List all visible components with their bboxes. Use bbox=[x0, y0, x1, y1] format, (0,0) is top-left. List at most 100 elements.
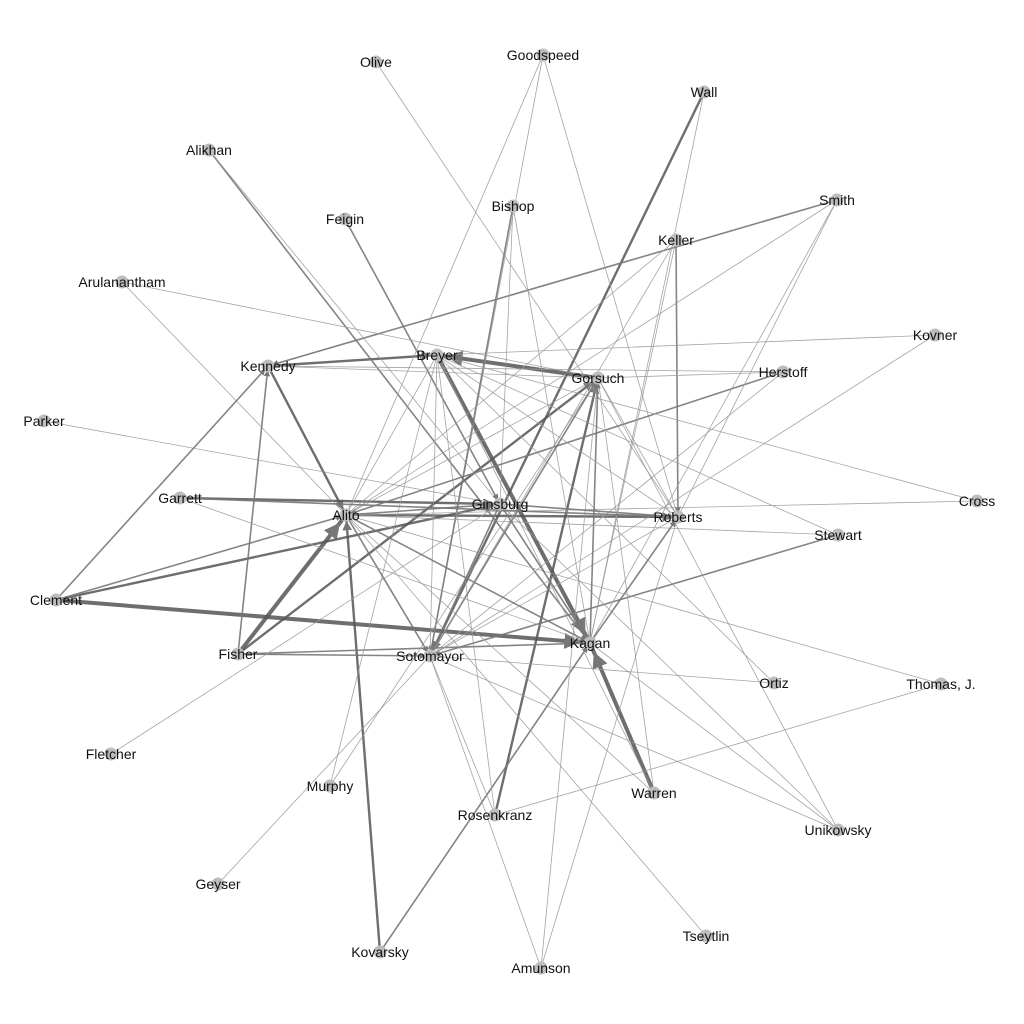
node-stewart[interactable]: Stewart bbox=[814, 527, 862, 543]
node-dot[interactable] bbox=[173, 491, 187, 505]
node-goodspeed[interactable]: Goodspeed bbox=[507, 47, 579, 63]
edge-ginsburg-sotomayor bbox=[429, 503, 501, 657]
node-dot[interactable] bbox=[493, 497, 507, 511]
node-warren[interactable]: Warren bbox=[631, 785, 676, 801]
edge-alikhan-kagan bbox=[208, 149, 591, 644]
node-wall[interactable]: Wall bbox=[691, 84, 718, 100]
node-dot[interactable] bbox=[970, 494, 984, 508]
edge-gorsuch-breyer bbox=[436, 350, 599, 380]
edge-garrett-roberts bbox=[179, 497, 679, 520]
node-dot[interactable] bbox=[373, 945, 387, 959]
node-label: Keller bbox=[658, 232, 694, 248]
edge-goodspeed-alito bbox=[345, 54, 544, 516]
edge-herstoff-kennedy bbox=[267, 364, 784, 373]
node-dot[interactable] bbox=[591, 371, 605, 385]
node-clement[interactable]: Clement bbox=[30, 592, 82, 608]
node-dot[interactable] bbox=[928, 328, 942, 342]
node-murphy[interactable]: Murphy bbox=[307, 778, 354, 794]
node-arulanantham[interactable]: Arulanantham bbox=[78, 274, 165, 290]
node-kennedy[interactable]: Kennedy bbox=[240, 358, 295, 374]
edge-wall-sotomayor bbox=[428, 91, 706, 657]
node-fisher[interactable]: Fisher bbox=[219, 646, 258, 662]
node-tseytlin[interactable]: Tseytlin bbox=[683, 928, 730, 944]
edge-wall-kagan bbox=[589, 91, 705, 644]
node-dot[interactable] bbox=[506, 199, 520, 213]
node-label: Breyer bbox=[416, 347, 458, 363]
node-dot[interactable] bbox=[699, 929, 713, 943]
edge-kagan-roberts bbox=[589, 516, 679, 644]
edge-stewart-sotomayor bbox=[429, 534, 839, 657]
node-parker[interactable]: Parker bbox=[23, 413, 65, 429]
node-dot[interactable] bbox=[831, 528, 845, 542]
node-smith[interactable]: Smith bbox=[819, 192, 855, 208]
edge-ginsburg-roberts bbox=[499, 503, 679, 520]
node-gorsuch[interactable]: Gorsuch bbox=[572, 370, 625, 386]
node-dot[interactable] bbox=[934, 677, 948, 691]
edge-gorsuch-roberts bbox=[597, 377, 679, 518]
node-ortiz[interactable]: Ortiz bbox=[759, 675, 789, 691]
node-dot[interactable] bbox=[671, 510, 685, 524]
edge-clement-alito bbox=[55, 514, 347, 601]
node-dot[interactable] bbox=[369, 55, 383, 69]
node-dot[interactable] bbox=[536, 48, 550, 62]
node-dot[interactable] bbox=[323, 779, 337, 793]
edge-warren-alito bbox=[345, 514, 655, 794]
node-herstoff[interactable]: Herstoff bbox=[759, 364, 808, 380]
node-dot[interactable] bbox=[339, 508, 353, 522]
node-dot[interactable] bbox=[49, 593, 63, 607]
node-keller[interactable]: Keller bbox=[658, 232, 694, 248]
edge-rosenkranz-sotomayor bbox=[429, 655, 496, 816]
node-ginsburg[interactable]: Ginsburg bbox=[472, 496, 529, 512]
node-dot[interactable] bbox=[430, 348, 444, 362]
edge-tseytlin-alito bbox=[345, 514, 707, 937]
node-amunson[interactable]: Amunson bbox=[511, 960, 570, 976]
node-kovner[interactable]: Kovner bbox=[913, 327, 958, 343]
node-dot[interactable] bbox=[338, 212, 352, 226]
node-garrett[interactable]: Garrett bbox=[158, 490, 202, 506]
node-roberts[interactable]: Roberts bbox=[653, 509, 702, 525]
node-olive[interactable]: Olive bbox=[360, 54, 392, 70]
node-dot[interactable] bbox=[767, 676, 781, 690]
node-rosenkranz[interactable]: Rosenkranz bbox=[458, 807, 533, 823]
node-geyser[interactable]: Geyser bbox=[195, 876, 240, 892]
node-dot[interactable] bbox=[697, 85, 711, 99]
node-alito[interactable]: Alito bbox=[332, 507, 359, 523]
node-sotomayor[interactable]: Sotomayor bbox=[396, 648, 464, 664]
node-dot[interactable] bbox=[37, 414, 51, 428]
edge-fisher-kagan bbox=[237, 640, 591, 655]
node-dot[interactable] bbox=[831, 823, 845, 837]
edge-smith-kennedy bbox=[267, 199, 838, 367]
node-bishop[interactable]: Bishop bbox=[492, 198, 535, 214]
node-kovarsky[interactable]: Kovarsky bbox=[351, 944, 409, 960]
node-dot[interactable] bbox=[776, 365, 790, 379]
node-fletcher[interactable]: Fletcher bbox=[86, 746, 137, 762]
node-cross[interactable]: Cross bbox=[959, 493, 996, 509]
edge-unikowsky-sotomayor bbox=[429, 655, 839, 831]
node-dot[interactable] bbox=[202, 143, 216, 157]
node-label: Murphy bbox=[307, 778, 354, 794]
node-feigin[interactable]: Feigin bbox=[326, 211, 364, 227]
node-dot[interactable] bbox=[231, 647, 245, 661]
edge-geyser-sotomayor bbox=[217, 655, 431, 885]
node-dot[interactable] bbox=[488, 808, 502, 822]
node-kagan[interactable]: Kagan bbox=[570, 635, 610, 651]
edge-rosenkranz-breyer bbox=[436, 354, 496, 816]
node-label: Kovarsky bbox=[351, 944, 409, 960]
edge-sotomayor-breyer bbox=[429, 354, 439, 657]
edge-fletcher-ginsburg bbox=[110, 503, 501, 755]
node-dot[interactable] bbox=[115, 275, 129, 289]
node-dot[interactable] bbox=[261, 359, 275, 373]
node-dot[interactable] bbox=[534, 961, 548, 975]
node-unikowsky[interactable]: Unikowsky bbox=[805, 822, 872, 838]
node-dot[interactable] bbox=[423, 649, 437, 663]
node-dot[interactable] bbox=[647, 786, 661, 800]
node-dot[interactable] bbox=[830, 193, 844, 207]
node-label: Arulanantham bbox=[78, 274, 165, 290]
node-alikhan[interactable]: Alikhan bbox=[186, 142, 232, 158]
node-dot[interactable] bbox=[104, 747, 118, 761]
node-dot[interactable] bbox=[211, 877, 225, 891]
node-thomas[interactable]: Thomas, J. bbox=[906, 676, 975, 692]
node-dot[interactable] bbox=[583, 636, 597, 650]
node-dot[interactable] bbox=[669, 233, 683, 247]
node-breyer[interactable]: Breyer bbox=[416, 347, 458, 363]
